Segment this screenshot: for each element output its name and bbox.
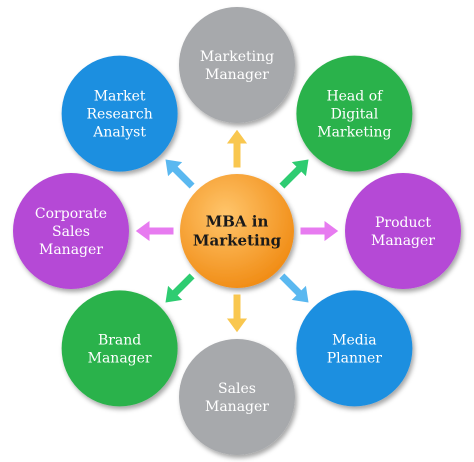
arrows-layer xyxy=(134,128,340,334)
node-label-line: Product xyxy=(375,215,431,231)
arrow-head-of-digital-marketing xyxy=(278,158,310,190)
node-label-line: Analyst xyxy=(92,125,146,141)
node-label-line: Manager xyxy=(205,399,269,415)
arrow-shape xyxy=(278,158,310,190)
arrow-sales-manager xyxy=(225,293,249,334)
arrow-product-manager xyxy=(299,219,340,243)
center-label-line: Marketing xyxy=(193,232,282,250)
node-circle xyxy=(13,173,129,289)
arrow-marketing-manager xyxy=(225,128,249,169)
node-label-line: Brand xyxy=(98,332,141,348)
center-circle xyxy=(180,174,294,288)
node-label-line: Media xyxy=(332,332,376,348)
arrow-media-planner xyxy=(278,272,310,304)
node-circle xyxy=(61,290,178,407)
node-circle xyxy=(179,339,295,455)
node-label-line: Sales xyxy=(52,224,90,240)
arrow-shape xyxy=(164,158,196,190)
node-label-line: Manager xyxy=(39,242,103,258)
node-label-line: Head of xyxy=(326,89,384,105)
node-circle xyxy=(296,55,413,172)
arrow-shape xyxy=(164,272,196,304)
node-label-line: Marketing xyxy=(317,125,391,141)
node-label-line: Market xyxy=(94,89,146,105)
node-circle xyxy=(345,173,461,289)
arrow-shape xyxy=(278,272,310,304)
center-label-line: MBA in xyxy=(206,213,269,231)
node-label-line: Manager xyxy=(371,233,435,249)
arrow-shape xyxy=(225,128,249,169)
arrow-shape xyxy=(225,293,249,334)
node-label-line: Corporate xyxy=(35,206,107,222)
node-label-line: Sales xyxy=(218,381,256,397)
node-label-line: Manager xyxy=(205,67,269,83)
node-label-line: Digital xyxy=(331,107,379,123)
node-label-line: Manager xyxy=(88,350,152,366)
node-label-line: Marketing xyxy=(200,49,274,65)
node-label-line: Planner xyxy=(327,350,383,366)
arrow-brand-manager xyxy=(164,272,196,304)
arrow-shape xyxy=(299,219,340,243)
node-circle xyxy=(61,55,178,172)
node-circle xyxy=(179,7,295,123)
arrow-corporate-sales-manager xyxy=(134,219,175,243)
node-label-line: Research xyxy=(87,107,153,123)
arrow-market-research-analyst xyxy=(164,158,196,190)
arrow-shape xyxy=(134,219,175,243)
node-circle xyxy=(296,290,413,407)
